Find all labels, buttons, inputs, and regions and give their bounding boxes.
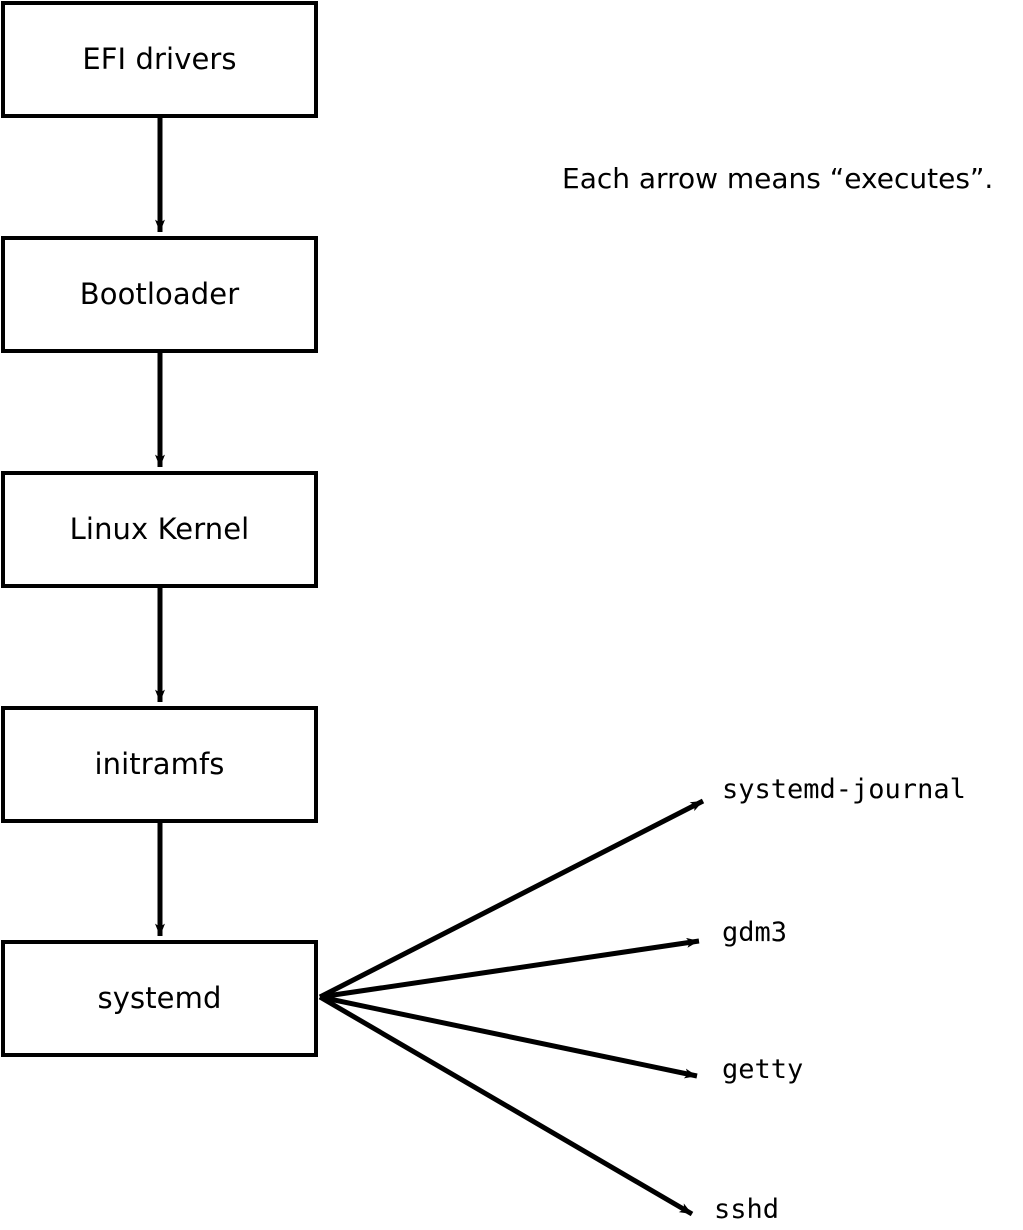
node-box-linux-kernel[interactable]: Linux Kernel — [1, 471, 318, 588]
fan-arrow-systemd-to-sshd — [318, 994, 694, 1217]
node-label-bootloader: Bootloader — [79, 277, 240, 311]
node-box-efi-drivers[interactable]: EFI drivers — [1, 1, 318, 118]
leaf-label-getty[interactable]: getty — [722, 1054, 804, 1085]
diagram-caption: Each arrow means “executes”. — [562, 162, 994, 195]
leaf-label-systemd-journal[interactable]: systemd-journal — [722, 774, 966, 805]
leaf-label-gdm3[interactable]: gdm3 — [722, 917, 788, 948]
fan-arrow-systemd-to-getty — [319, 994, 698, 1079]
fan-arrow-systemd-to-journal — [318, 798, 705, 1000]
node-label-systemd: systemd — [97, 981, 222, 1015]
leaf-label-sshd[interactable]: sshd — [714, 1194, 780, 1225]
node-label-linux-kernel: Linux Kernel — [69, 512, 250, 546]
fan-arrow-systemd-to-gdm3 — [319, 937, 700, 1000]
node-box-systemd[interactable]: systemd — [1, 940, 318, 1057]
node-label-initramfs: initramfs — [94, 747, 225, 781]
node-box-initramfs[interactable]: initramfs — [1, 706, 318, 823]
node-box-bootloader[interactable]: Bootloader — [1, 236, 318, 353]
node-label-efi-drivers: EFI drivers — [82, 42, 237, 76]
